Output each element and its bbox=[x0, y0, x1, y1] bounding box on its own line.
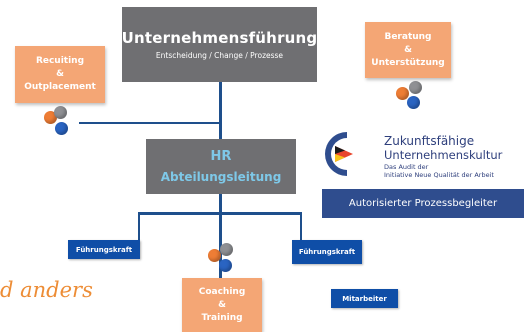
blue-ball-icon bbox=[407, 96, 420, 109]
recruiting-box: Recuiting & Outplacement bbox=[15, 46, 105, 103]
gray-ball-icon bbox=[220, 243, 233, 256]
gray-ball-icon bbox=[54, 106, 67, 119]
prozessbegleiter-badge: Autorisierter Prozessbegleiter bbox=[322, 189, 524, 218]
unternehmensfuehrung-subtitle: Entscheidung / Change / Prozesse bbox=[155, 51, 284, 60]
inqa-logo-icon bbox=[325, 130, 373, 178]
recruiting-line2: & bbox=[56, 69, 64, 79]
recruiting-line3: Outplacement bbox=[24, 82, 96, 92]
recruiting-line1: Recuiting bbox=[35, 56, 85, 66]
beratung-line1: Beratung bbox=[384, 31, 432, 42]
fuehrungskraft-right-label: Führungskraft bbox=[298, 248, 356, 256]
mitarbeiter-label: Mitarbeiter bbox=[342, 294, 387, 303]
hr-title: HR bbox=[210, 148, 232, 164]
coaching-line1: Coaching bbox=[198, 286, 246, 297]
beratung-line2: & bbox=[404, 44, 412, 55]
connector-hr-vertical bbox=[219, 194, 222, 278]
beratung-box: Beratung & Unterstützung bbox=[365, 22, 451, 78]
fuehrungskraft-right-box: Führungskraft bbox=[292, 240, 362, 264]
coaching-line3: Training bbox=[201, 312, 243, 323]
fuehrungskraft-left-label: Führungskraft bbox=[75, 245, 133, 254]
orange-ball-icon bbox=[208, 249, 221, 262]
hr-subtitle: Abteilungsleitung bbox=[160, 169, 282, 184]
beratung-line3: Unterstützung bbox=[371, 57, 445, 68]
connector-left-drop bbox=[138, 212, 140, 240]
connector-top-vertical bbox=[219, 82, 222, 139]
unternehmensfuehrung-box: Unternehmensführung Entscheidung / Chang… bbox=[122, 7, 317, 82]
inqa-logo bbox=[323, 130, 373, 178]
orange-ball-icon bbox=[396, 87, 409, 100]
gray-ball-icon bbox=[409, 81, 422, 94]
inqa-subtitle-line2: Initiative Neue Qualität der Arbeit bbox=[384, 171, 494, 179]
connector-right-drop bbox=[300, 212, 302, 240]
hr-box: HR Abteilungsleitung bbox=[146, 139, 296, 194]
inqa-title-line2: Unternehmenskultur bbox=[384, 148, 503, 162]
coaching-box: Coaching & Training bbox=[182, 278, 262, 332]
inqa-title-line1: Zukunftsfähige bbox=[384, 134, 475, 148]
coaching-line2: & bbox=[218, 299, 226, 310]
script-text: d anders bbox=[0, 278, 93, 302]
blue-ball-icon bbox=[55, 122, 68, 135]
connector-left-horizontal bbox=[79, 122, 221, 124]
fuehrungskraft-left-box: Führungskraft bbox=[68, 240, 140, 259]
orange-ball-icon bbox=[44, 111, 57, 124]
blue-ball-icon bbox=[219, 259, 232, 272]
unternehmensfuehrung-title: Unternehmensführung bbox=[121, 29, 318, 47]
connector-bottom-horizontal bbox=[138, 212, 302, 215]
prozessbegleiter-label: Autorisierter Prozessbegleiter bbox=[348, 198, 498, 209]
inqa-subtitle-line1: Das Audit der bbox=[384, 163, 429, 171]
mitarbeiter-box: Mitarbeiter bbox=[331, 289, 398, 308]
